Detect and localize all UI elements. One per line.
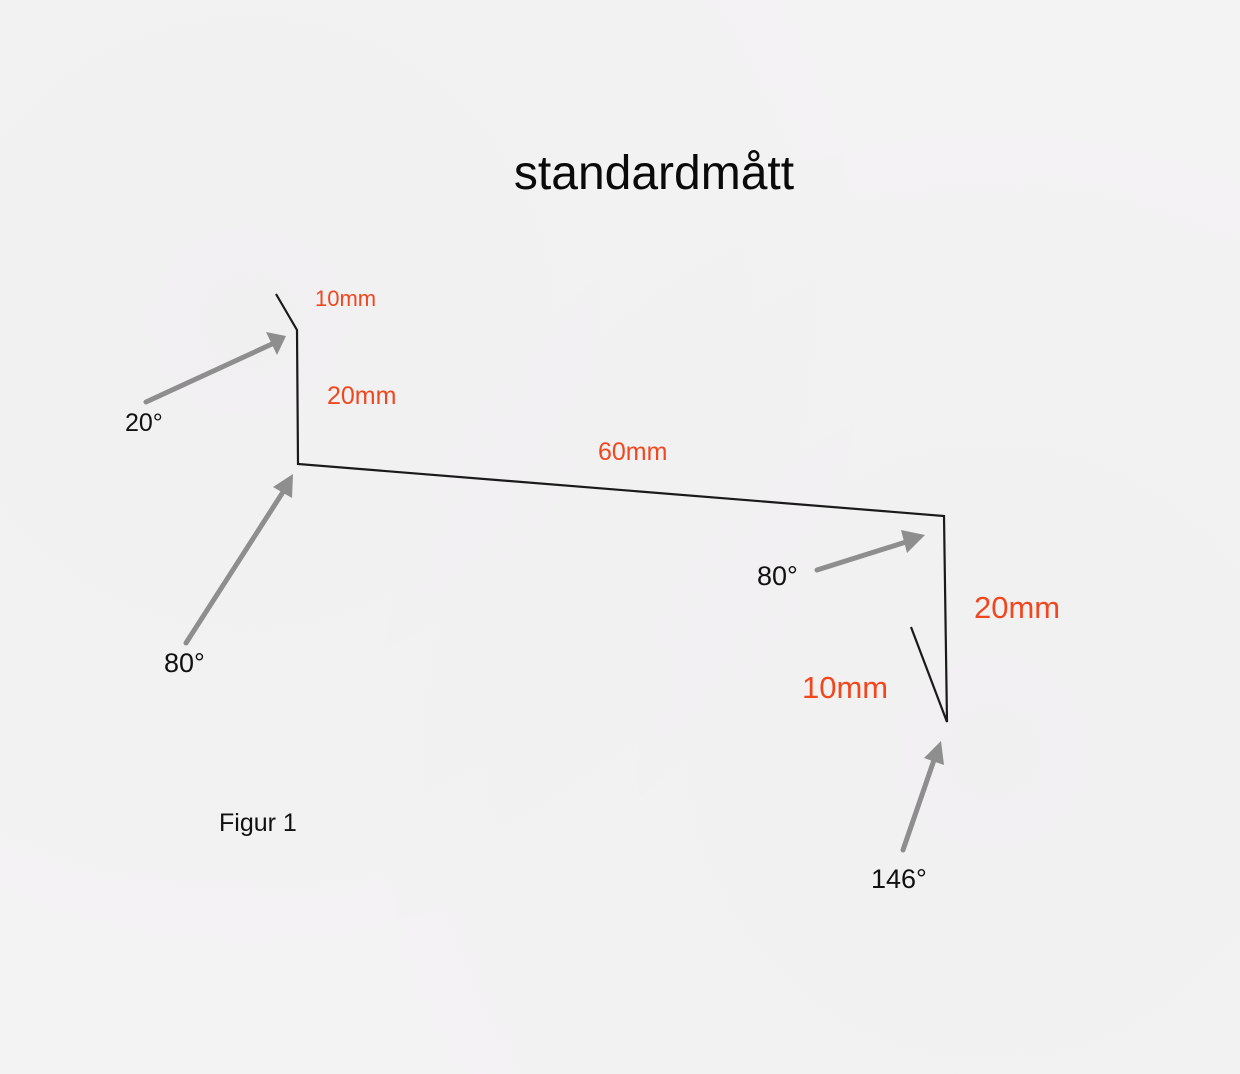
arrow-top-left [143, 341, 275, 405]
angle-bottom-left: 80° [164, 648, 205, 678]
diagram-title: standardmått [513, 147, 795, 200]
angle-bottom-right: 146° [871, 864, 927, 894]
arrowhead-bottom-right [924, 741, 944, 765]
dimension-right-upright: 20mm [974, 590, 1061, 625]
arrowhead-bottom-left [273, 474, 293, 498]
profile-line [275, 293, 949, 723]
dimension-main-span: 60mm [598, 438, 668, 466]
figure-label: Figur 1 [219, 809, 297, 837]
dimension-bottom-flap: 10mm [802, 670, 889, 705]
dimension-top-flap: 10mm [315, 286, 377, 311]
dimension-left-upright: 20mm [327, 382, 397, 410]
arrow-bottom-left [183, 489, 286, 646]
arrowhead-top-left [266, 332, 286, 355]
angle-top-right: 80° [757, 561, 798, 591]
arrow-bottom-right [900, 757, 937, 853]
angle-top-left: 20° [125, 409, 163, 437]
arrowhead-top-right [901, 530, 925, 553]
arrow-top-right [814, 539, 909, 573]
angle-arrows [143, 332, 944, 853]
